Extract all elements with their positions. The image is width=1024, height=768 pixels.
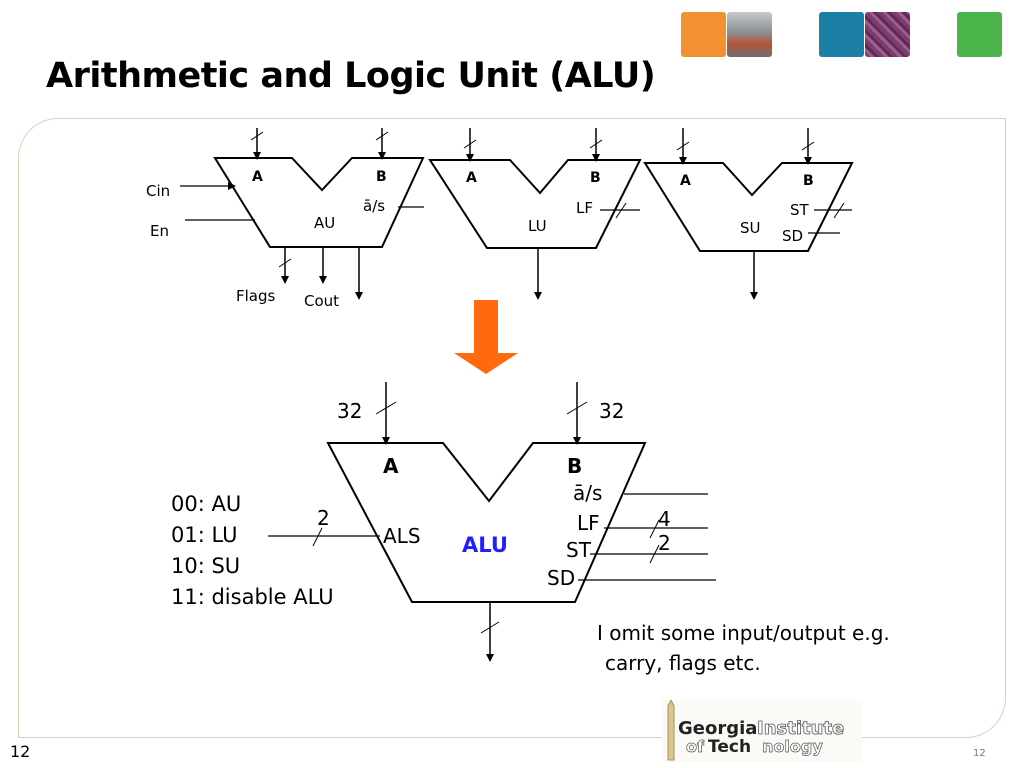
- au-b-label: B: [376, 169, 387, 185]
- su-st-label: ST: [790, 201, 810, 219]
- slide-number-left: 12: [10, 742, 31, 761]
- note-line-1: I omit some input/output e.g.: [597, 621, 890, 645]
- slide-number-right: 12: [973, 748, 986, 759]
- su-a-label: A: [680, 173, 691, 189]
- decor-square-circuit: [865, 12, 910, 57]
- logo-tech: Tech: [708, 737, 751, 757]
- au-a-label: A: [252, 169, 263, 185]
- logo-institute: Institute: [757, 718, 844, 739]
- lu-name-label: LU: [528, 217, 547, 235]
- als-code-3: 11: disable ALU: [171, 585, 334, 609]
- alu-lf-width: 4: [658, 507, 671, 531]
- georgia-tech-logo: Georgia Institute of Tech nology: [662, 700, 862, 762]
- alu-shape: [326, 442, 647, 603]
- lu-shape: [428, 159, 642, 249]
- lu-b-label: B: [590, 170, 601, 186]
- au-shape: [213, 157, 425, 248]
- su-b-label: B: [803, 173, 814, 189]
- slide-title: Arithmetic and Logic Unit (ALU): [46, 56, 656, 96]
- alu-st-width: 2: [658, 531, 671, 555]
- su-shape: [643, 162, 854, 252]
- content-panel: [18, 118, 1006, 738]
- lu-a-label: A: [466, 170, 477, 186]
- au-cout-label: Cout: [304, 292, 339, 310]
- als-code-1: 01: LU: [171, 523, 238, 547]
- logo-georgia: Georgia: [678, 718, 757, 739]
- au-flags-label: Flags: [236, 287, 276, 305]
- als-code-list: 00: AU 01: LU 10: SU 11: disable ALU: [171, 492, 334, 609]
- transform-arrow: [454, 300, 518, 374]
- als-code-2: 10: SU: [171, 554, 240, 578]
- decor-square-teal: [819, 12, 864, 57]
- logo-nology: nology: [762, 737, 823, 756]
- au-en-label: En: [150, 222, 169, 240]
- alu-a-label: A: [383, 454, 399, 478]
- alu-as-label: ā/s: [573, 481, 602, 505]
- alu-als-label: ALS: [383, 524, 421, 548]
- au-cin-label: Cin: [146, 182, 170, 200]
- omission-note: I omit some input/output e.g. carry, fla…: [597, 621, 890, 675]
- logo-of: of: [686, 737, 705, 756]
- au-name-label: AU: [314, 214, 335, 232]
- alu-sd-label: SD: [547, 566, 575, 590]
- alu-width-b: 32: [599, 399, 624, 423]
- decor-square-photo: [727, 12, 772, 57]
- alu-lf-label: LF: [577, 511, 600, 535]
- su-name-label: SU: [740, 219, 761, 237]
- su-sd-label: SD: [782, 227, 803, 245]
- lu-unit: A B LU LF: [428, 128, 642, 300]
- alu-st-label: ST: [566, 538, 592, 562]
- alu-unit: 32 32 A B ALU ALS 2 ā/s LF 4 ST 2 SD: [268, 382, 716, 662]
- alu-b-label: B: [567, 454, 582, 478]
- alu-name-label: ALU: [462, 533, 508, 557]
- au-unit: A B AU Cin En ā/s Flags Cout: [146, 128, 425, 310]
- logo-spire-icon: [667, 700, 675, 761]
- alu-als-width: 2: [317, 506, 330, 530]
- alu-width-a: 32: [337, 399, 362, 423]
- decor-square-orange: [681, 12, 726, 57]
- lu-lf-label: LF: [576, 199, 593, 217]
- note-line-2: carry, flags etc.: [605, 651, 761, 675]
- als-code-0: 00: AU: [171, 492, 241, 516]
- decor-square-green: [957, 12, 1002, 57]
- au-as-label: ā/s: [363, 197, 385, 215]
- su-unit: A B SU ST SD: [643, 128, 854, 300]
